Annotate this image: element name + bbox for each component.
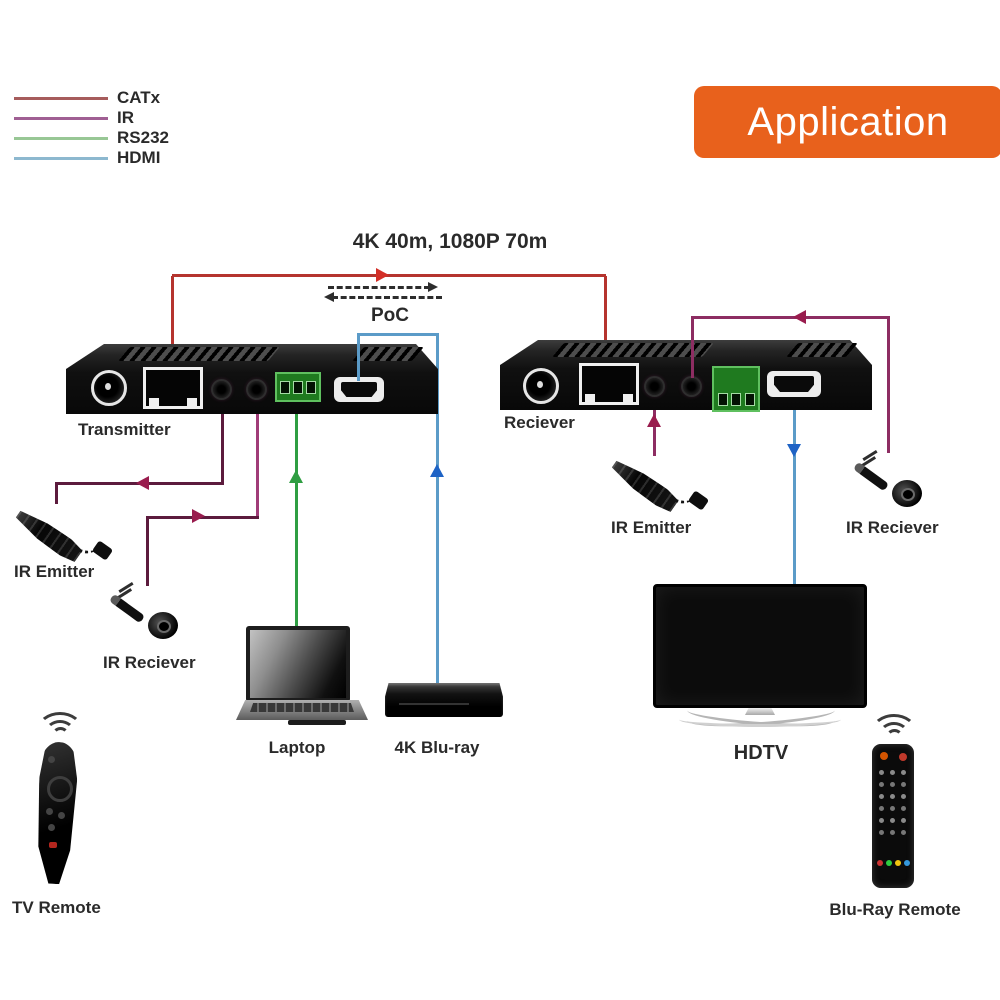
hdmi-line-bluray-horizontal — [357, 333, 439, 336]
hdtv-label: HDTV — [733, 742, 789, 764]
receiver-ir-jack-2 — [683, 378, 700, 395]
ir-line-rx-emitter — [653, 398, 656, 456]
ir-line-rx-receiver-vertical — [691, 318, 694, 378]
catx-cable-line-horizontal — [172, 274, 606, 277]
transmitter-vents-left — [118, 347, 280, 361]
rs232-line-swatch — [14, 136, 108, 140]
ir-emitter-right-icon — [614, 452, 710, 514]
receiver-ir-jack-1 — [646, 378, 663, 395]
transmitter-hdmi-port — [334, 377, 384, 402]
hdtv-icon — [653, 584, 869, 734]
ir-arrow-right-into-tx — [192, 509, 205, 523]
ir-line-swatch — [14, 116, 108, 120]
tv-remote-label: TV Remote — [12, 898, 101, 917]
ir-arrow-up-into-rx — [647, 414, 661, 427]
catx-cable-line-transmitter — [171, 276, 174, 372]
ir-line-tx-emitter-drop — [55, 484, 58, 504]
legend-label-ir: IR — [117, 108, 134, 127]
ir-receiver-left-icon — [106, 581, 190, 644]
ir-receiver-left-label: IR Reciever — [103, 653, 196, 672]
legend-label-hdmi: HDMI — [117, 148, 161, 167]
hdmi-line-bluray-vertical — [436, 335, 439, 685]
receiver-vents-right — [786, 343, 858, 357]
transmitter-dc-power-jack — [91, 370, 127, 406]
receiver-device — [500, 334, 872, 412]
receiver-hdmi-port — [767, 371, 821, 397]
transmitter-rs232-terminal — [275, 372, 321, 402]
receiver-label: Reciever — [504, 413, 575, 432]
catx-line-swatch — [14, 96, 108, 100]
legend: CATx IR RS232 HDMI — [14, 88, 169, 168]
ir-arrow-left-emitter — [136, 476, 149, 490]
ir-line-rx-receiver-horizontal — [691, 316, 890, 319]
poc-dashed-line-top — [328, 286, 430, 289]
rs232-arrow-up — [289, 470, 303, 483]
hdmi-arrow-up-bluray — [430, 464, 444, 477]
poc-dashed-line-bottom — [332, 296, 442, 299]
poc-arrow-left — [324, 292, 334, 302]
laptop-icon — [236, 626, 368, 725]
ir-waves-tv-remote-icon — [34, 712, 83, 742]
transmitter-rj45-port — [143, 367, 203, 409]
transmitter-label: Transmitter — [78, 420, 171, 439]
ir-line-rx-receiver-drop — [887, 318, 890, 453]
ir-line-tx-receiver-vertical — [256, 398, 259, 518]
ir-receiver-right-icon — [850, 449, 934, 512]
receiver-rj45-port — [579, 363, 639, 405]
legend-label-catx: CATx — [117, 88, 161, 107]
laptop-label: Laptop — [268, 738, 326, 757]
bluray-remote-label: Blu-Ray Remote — [829, 900, 961, 919]
ir-waves-bluray-remote-icon — [868, 714, 917, 744]
bluray-remote-icon — [866, 744, 920, 894]
legend-label-rs232: RS232 — [117, 128, 169, 147]
hdmi-line-hdtv — [793, 398, 796, 586]
bluray-label: 4K Blu-ray — [394, 738, 480, 757]
legend-item-catx: CATx — [14, 88, 169, 108]
legend-item-rs232: RS232 — [14, 128, 169, 148]
legend-item-ir: IR — [14, 108, 169, 128]
transmitter-device — [66, 338, 438, 414]
application-banner-label: Application — [747, 99, 949, 144]
hdtv-screen — [653, 584, 867, 708]
receiver-vents-left — [552, 343, 714, 357]
ir-line-tx-emitter-vertical — [221, 398, 224, 484]
distance-label: 4K 40m, 1080P 70m — [352, 230, 548, 253]
legend-item-hdmi: HDMI — [14, 148, 169, 168]
poc-label: PoC — [371, 305, 409, 326]
bluray-player-icon — [385, 683, 503, 719]
hdmi-line-into-transmitter — [357, 335, 360, 381]
application-banner: Application — [694, 86, 1000, 158]
receiver-rs232-terminal — [712, 366, 760, 412]
rs232-line-laptop — [295, 402, 298, 630]
catx-arrow-right — [376, 268, 389, 282]
hdmi-line-swatch — [14, 156, 108, 160]
tv-remote-icon — [34, 742, 86, 890]
transmitter-ir-jack-1 — [213, 381, 230, 398]
ir-emitter-right-label: IR Emitter — [611, 518, 692, 537]
ir-line-tx-receiver-drop — [146, 518, 149, 586]
hdmi-arrow-down-hdtv — [787, 444, 801, 457]
ir-emitter-left-icon — [18, 502, 114, 564]
ir-arrow-left-into-rx — [793, 310, 806, 324]
ir-receiver-right-label: IR Reciever — [846, 518, 939, 537]
transmitter-vents-right — [352, 347, 424, 361]
receiver-dc-power-jack — [523, 368, 559, 404]
transmitter-ir-jack-2 — [248, 381, 265, 398]
ir-emitter-left-label: IR Emitter — [14, 562, 95, 581]
catx-cable-line-receiver — [604, 276, 607, 368]
poc-arrow-right — [428, 282, 438, 292]
